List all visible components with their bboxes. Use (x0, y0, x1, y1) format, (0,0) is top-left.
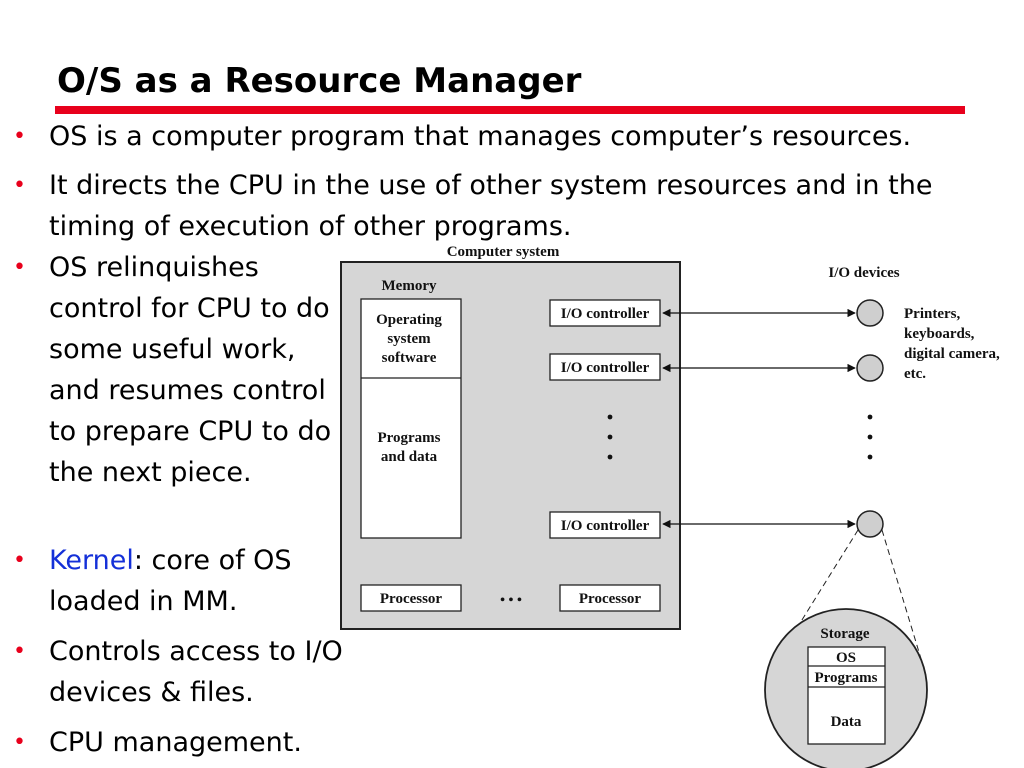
storage-label: Storage (820, 626, 869, 642)
bullet-kernel: Kernel: core of OS loaded in MM. (13, 540, 349, 622)
kernel-term: Kernel (49, 545, 134, 576)
processor-label-1: Processor (380, 591, 443, 607)
devices-desc-line-2: keyboards, (904, 326, 975, 342)
device-ellipsis-dot-3 (867, 454, 873, 460)
controller-ellipsis-dot-3 (607, 454, 613, 460)
os-software-line-3: software (382, 350, 437, 366)
bullet-io-access: Controls access to I/O devices & files. (13, 631, 349, 713)
bullet-os-program: OS is a computer program that manages co… (13, 116, 911, 157)
io-device-circle-1 (856, 299, 884, 327)
storage-box (807, 646, 886, 745)
os-software-line-1: Operating (376, 312, 442, 328)
os-software-line-2: system (387, 331, 431, 347)
device-ellipsis-dot-2 (867, 434, 873, 440)
memory-box (360, 298, 462, 539)
devices-desc-line-4: etc. (904, 366, 926, 382)
device-ellipsis-dot-1 (867, 414, 873, 420)
controller-ellipsis-dot-2 (607, 434, 613, 440)
programs-data-line-1: Programs (377, 430, 440, 446)
storage-zoom-line-right (881, 529, 923, 663)
io-controller-label-1: I/O controller (561, 306, 650, 322)
io-controller-box-2 (549, 353, 661, 381)
controller-ellipsis-dot-1 (607, 414, 613, 420)
storage-os: OS (836, 650, 856, 666)
processor-label-2: Processor (579, 591, 642, 607)
processor-ellipsis: • • • (500, 593, 522, 608)
memory-label: Memory (382, 278, 437, 294)
io-controller-label-3: I/O controller (561, 518, 650, 534)
kernel-description: : core of OS loaded in MM. (49, 545, 292, 617)
title-underline (55, 106, 965, 114)
storage-programs: Programs (814, 670, 877, 686)
programs-data-line-2: and data (381, 449, 438, 465)
io-devices-label: I/O devices (828, 265, 899, 281)
processor-box-2 (559, 584, 661, 612)
io-controller-label-2: I/O controller (561, 360, 650, 376)
bullet-cpu-management: CPU management. (13, 722, 349, 763)
processor-box-1 (360, 584, 462, 612)
bullet-directs-cpu: It directs the CPU in the use of other s… (13, 165, 999, 247)
slide-title: O/S as a Resource Manager (57, 61, 582, 101)
computer-system-label: Computer system (447, 244, 560, 260)
devices-desc-line-1: Printers, (904, 306, 960, 322)
io-controller-box-3 (549, 511, 661, 539)
bullet-relinquishes-control: OS relinquishes control for CPU to do so… (13, 247, 349, 493)
storage-data: Data (831, 714, 862, 730)
storage-zoom-line-left (776, 529, 859, 661)
io-device-circle-2 (856, 354, 884, 382)
io-controller-box-1 (549, 299, 661, 327)
devices-desc-line-3: digital camera, (904, 346, 1000, 362)
io-device-circle-3 (856, 510, 884, 538)
